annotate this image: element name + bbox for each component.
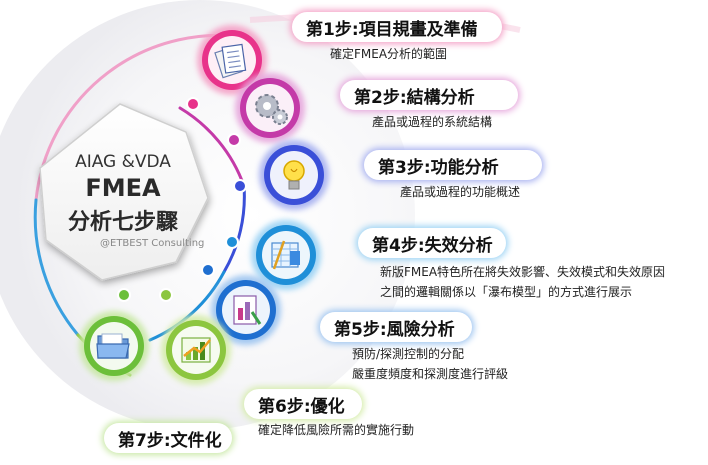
center-credit: @ETBEST Consulting [100,238,205,249]
step-desc-1: 確定FMEA分析的範圍 [330,44,447,64]
center-heptagon [39,103,209,281]
step-title-7: 第7步:文件化 [104,423,232,453]
spreadsheet-icon [271,240,300,270]
report-chart-icon [233,295,262,325]
step-desc-line: 新版FMEA特色所在將失效影響、失效模式和失效原因 [380,265,666,279]
step-desc-line: 確定降低風險所需的實施行動 [258,423,415,437]
lightbulb-icon [283,160,305,190]
step-desc-3: 產品或過程的功能概述 [400,182,520,202]
step-badge-4 [251,220,321,290]
step-desc-6: 確定降低風險所需的實施行動 [258,420,414,440]
step-dot-5 [201,263,215,277]
center-line1: AIAG &VDA [75,152,171,172]
step-desc-line: 嚴重度頻度和探測度進行評級 [352,367,509,381]
document-stack-icon [214,43,247,79]
step-dot-3 [233,179,247,193]
growth-chart-icon [181,337,211,363]
step-title-1: 第1步:項目規畫及準備 [292,12,502,42]
step-desc-line: 產品或過程的系統結構 [372,115,493,129]
step-dot-7 [117,288,131,302]
step-title-5: 第5步:風險分析 [320,312,472,342]
step-badge-7 [79,311,149,381]
center-line2: FMEA [85,174,161,202]
center-line3: 分析七步驟 [67,210,178,235]
step-desc-line: 之間的邏輯關係以「瀑布模型」的方式進行展示 [380,285,633,299]
step-desc-2: 產品或過程的系統結構 [372,112,492,132]
step-dot-4 [225,235,239,249]
step-dot-1 [186,97,200,111]
step-badge-3 [259,140,329,210]
step-badge-2 [235,73,305,143]
gears-icon [255,94,288,125]
folder-icon [96,333,130,359]
step-title-2: 第2步:結構分析 [340,80,518,110]
step-desc-4: 新版FMEA特色所在將失效影響、失效模式和失效原因之間的邏輯關係以「瀑布模型」的… [380,262,665,302]
step-title-4: 第4步:失效分析 [358,228,506,258]
step-desc-line: 產品或過程的功能概述 [400,185,521,199]
step-badge-5 [211,275,281,345]
step-desc-5: 預防/探測控制的分配嚴重度頻度和探測度進行評級 [352,344,508,384]
step-title-6: 第6步:優化 [244,389,362,419]
step-dot-6 [159,288,173,302]
step-desc-line: 確定FMEA分析的範圍 [330,47,448,61]
step-title-3: 第3步:功能分析 [364,150,542,180]
step-badge-1 [197,25,267,95]
step-desc-line: 預防/探測控制的分配 [352,347,465,361]
step-badge-6 [161,315,231,385]
step-dot-2 [227,133,241,147]
